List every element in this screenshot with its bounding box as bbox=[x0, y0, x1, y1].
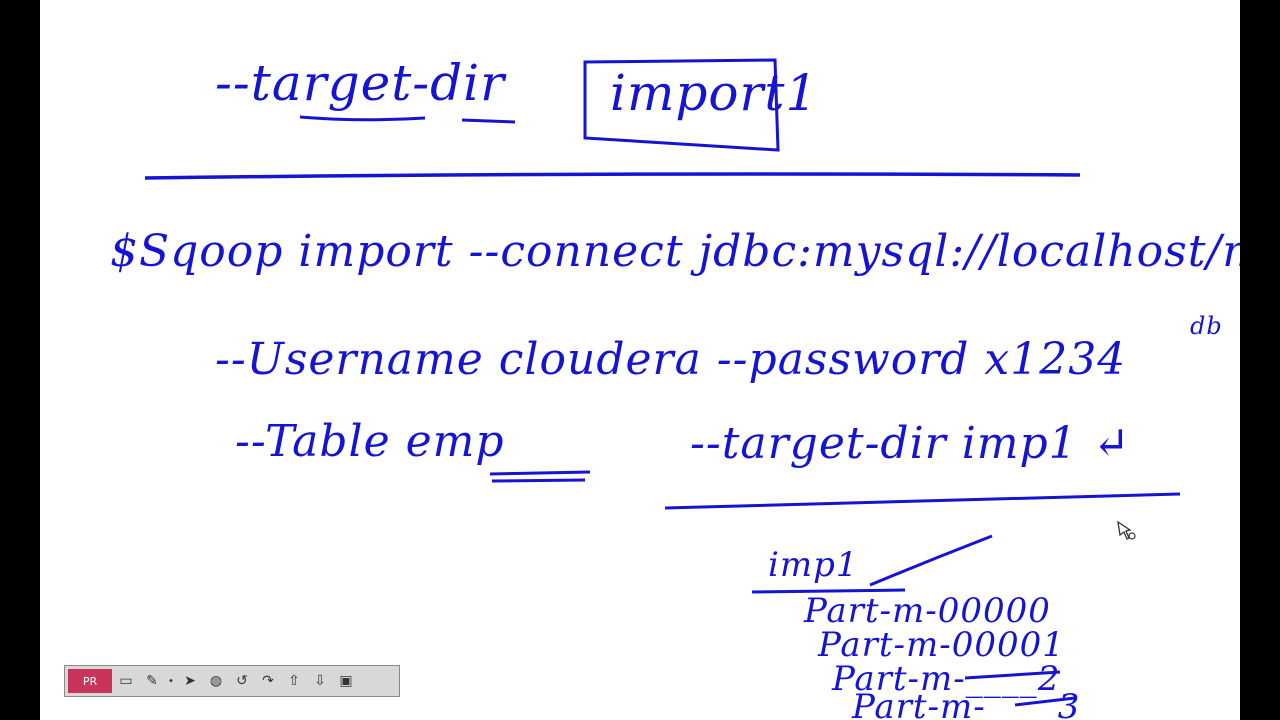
command-line-3-target: --target-dir imp1 ↵ bbox=[690, 418, 1131, 469]
package-icon[interactable]: ▣ bbox=[339, 673, 353, 689]
output-file: Part-m-____3 bbox=[852, 687, 1081, 720]
dot-icon: • bbox=[168, 675, 174, 687]
heading-arg: import1 bbox=[610, 64, 819, 122]
annotation-toolbar: PR ▭ ✎ • ➤ ◍ ↺ ↷ ⇧ ⇩ ▣ bbox=[64, 665, 400, 697]
screen-icon[interactable]: ▭ bbox=[119, 673, 133, 689]
redo-icon[interactable]: ↷ bbox=[262, 673, 274, 689]
pen-icon[interactable]: ✎ bbox=[146, 673, 158, 689]
color-icon[interactable]: ◍ bbox=[209, 673, 223, 689]
output-folder: imp1 bbox=[768, 545, 859, 585]
whiteboard-canvas[interactable]: --target-dir import1 $Sqoop import --con… bbox=[40, 0, 1240, 720]
command-line-1: $Sqoop import --connect jdbc:mysql://loc… bbox=[110, 226, 1240, 277]
output-file: Part-m-00000 bbox=[804, 591, 1051, 631]
command-line-3-table: --Table emp bbox=[235, 416, 505, 467]
output-file: Part-m-____2 bbox=[832, 659, 1061, 699]
command-line-2: --Username cloudera --password x1234 bbox=[215, 334, 1127, 385]
pen-cursor-icon bbox=[1117, 520, 1136, 540]
command-line-1-suffix: db bbox=[1190, 312, 1223, 340]
presenter-button[interactable]: PR bbox=[68, 669, 112, 693]
upload-icon[interactable]: ⇧ bbox=[288, 673, 300, 689]
ink-strokes bbox=[144, 58, 1181, 707]
output-file: Part-m-00001 bbox=[818, 625, 1065, 665]
download-icon[interactable]: ⇩ bbox=[314, 673, 326, 689]
heading-option: --target-dir bbox=[215, 54, 506, 112]
rotate-icon[interactable]: ↺ bbox=[236, 673, 248, 689]
pointer-icon[interactable]: ➤ bbox=[184, 673, 196, 689]
